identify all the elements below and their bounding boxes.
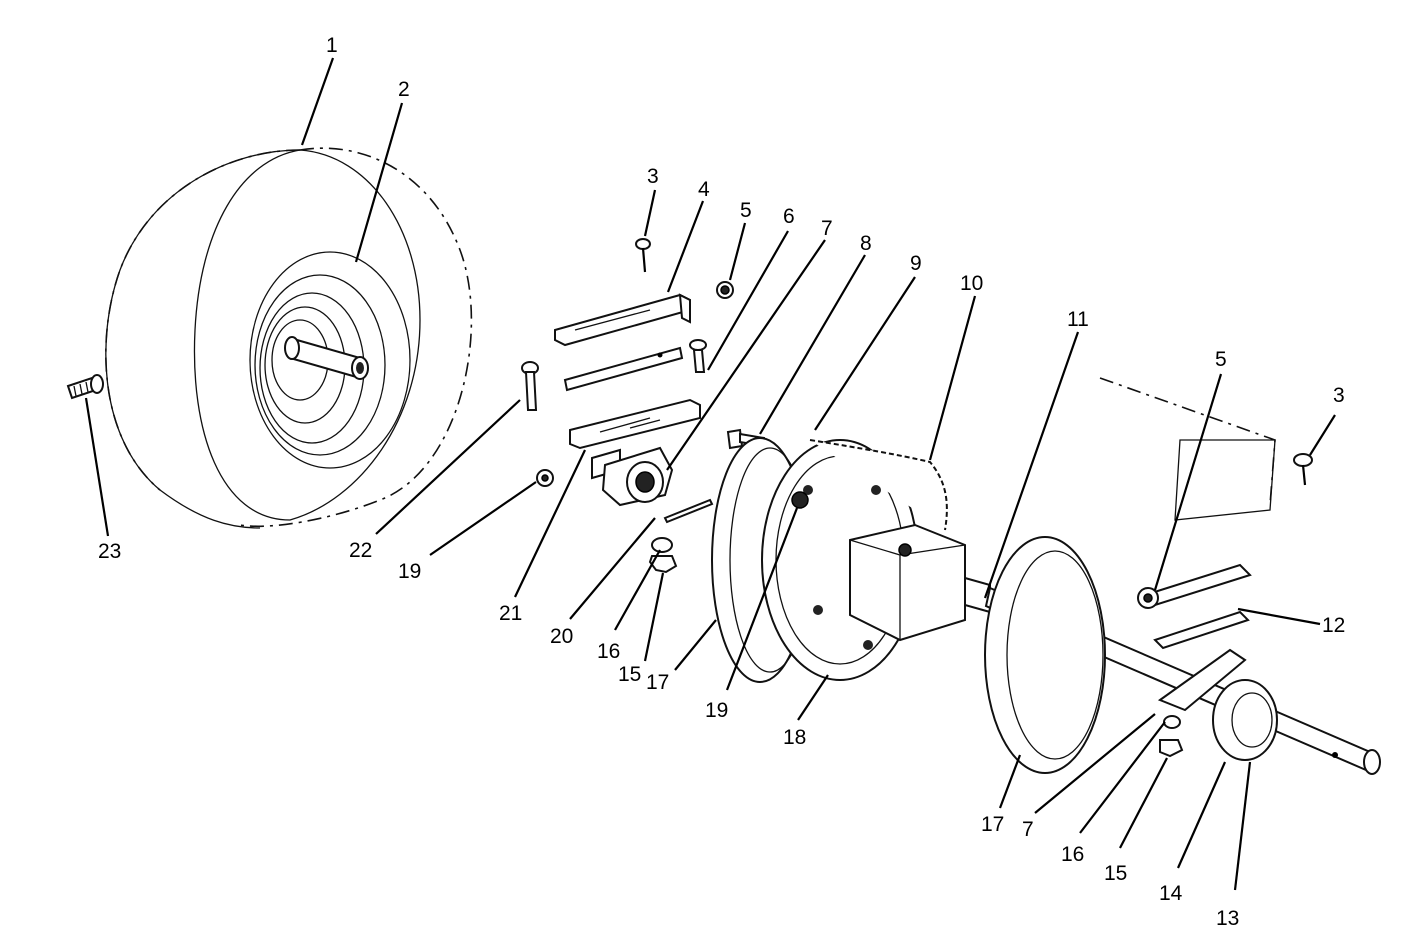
callout-2: 2	[398, 78, 410, 101]
callout-9: 9	[910, 252, 922, 275]
drive-chain	[809, 439, 948, 531]
callout-5-right: 5	[1215, 348, 1227, 371]
lug-bolt	[66, 374, 104, 400]
gearbox	[849, 523, 991, 642]
nut-5-right	[1137, 587, 1159, 609]
callout-17: 17	[646, 671, 669, 694]
callout-17-right: 17	[981, 813, 1004, 836]
callout-20: 20	[550, 625, 573, 648]
callout-21: 21	[499, 602, 522, 625]
nut-5-left	[716, 281, 734, 299]
flange-bearing-right	[1212, 679, 1278, 761]
nut-19-left	[536, 469, 554, 487]
callout-16: 16	[597, 640, 620, 663]
callout-16-right: 16	[1061, 843, 1084, 866]
callout-5: 5	[740, 199, 752, 222]
callout-11: 11	[1067, 308, 1089, 331]
bolt-22	[521, 361, 539, 411]
callout-1: 1	[326, 34, 338, 57]
callout-14: 14	[1159, 882, 1183, 905]
washer-nut-15-16-right	[1159, 715, 1184, 758]
carriage-bolt-3-right	[1293, 453, 1313, 486]
callout-6: 6	[783, 205, 795, 228]
carriage-bolt-3-left	[635, 238, 651, 273]
callout-19: 19	[398, 560, 421, 583]
callout-4: 4	[698, 178, 710, 201]
hub-shaft	[284, 336, 369, 380]
bolt-6	[689, 339, 707, 373]
spacer-plate	[563, 346, 684, 392]
callout-15: 15	[618, 663, 641, 686]
callout-10: 10	[960, 272, 983, 295]
frame-box	[1099, 377, 1276, 607]
callout-3: 3	[647, 165, 659, 188]
right-bracket	[1153, 610, 1250, 712]
brake-plate-right	[984, 536, 1106, 774]
callout-18: 18	[783, 726, 806, 749]
tire	[105, 147, 473, 529]
callout-15-right: 15	[1104, 862, 1127, 885]
flange-bearing-left	[601, 446, 674, 507]
leader-lines	[84, 57, 1336, 891]
callout-7: 7	[821, 217, 833, 240]
callout-13: 13	[1216, 907, 1239, 930]
callout-7-right: 7	[1022, 818, 1034, 841]
callout-19-lower: 19	[705, 699, 728, 722]
callout-22: 22	[349, 539, 372, 562]
callout-8: 8	[860, 232, 872, 255]
setscrew-20	[663, 498, 714, 524]
callout-12: 12	[1322, 614, 1345, 637]
callout-3-right: 3	[1333, 384, 1345, 407]
upper-bracket	[554, 293, 691, 347]
callout-23: 23	[98, 540, 121, 563]
washer-nut-15-16-left	[648, 537, 678, 574]
